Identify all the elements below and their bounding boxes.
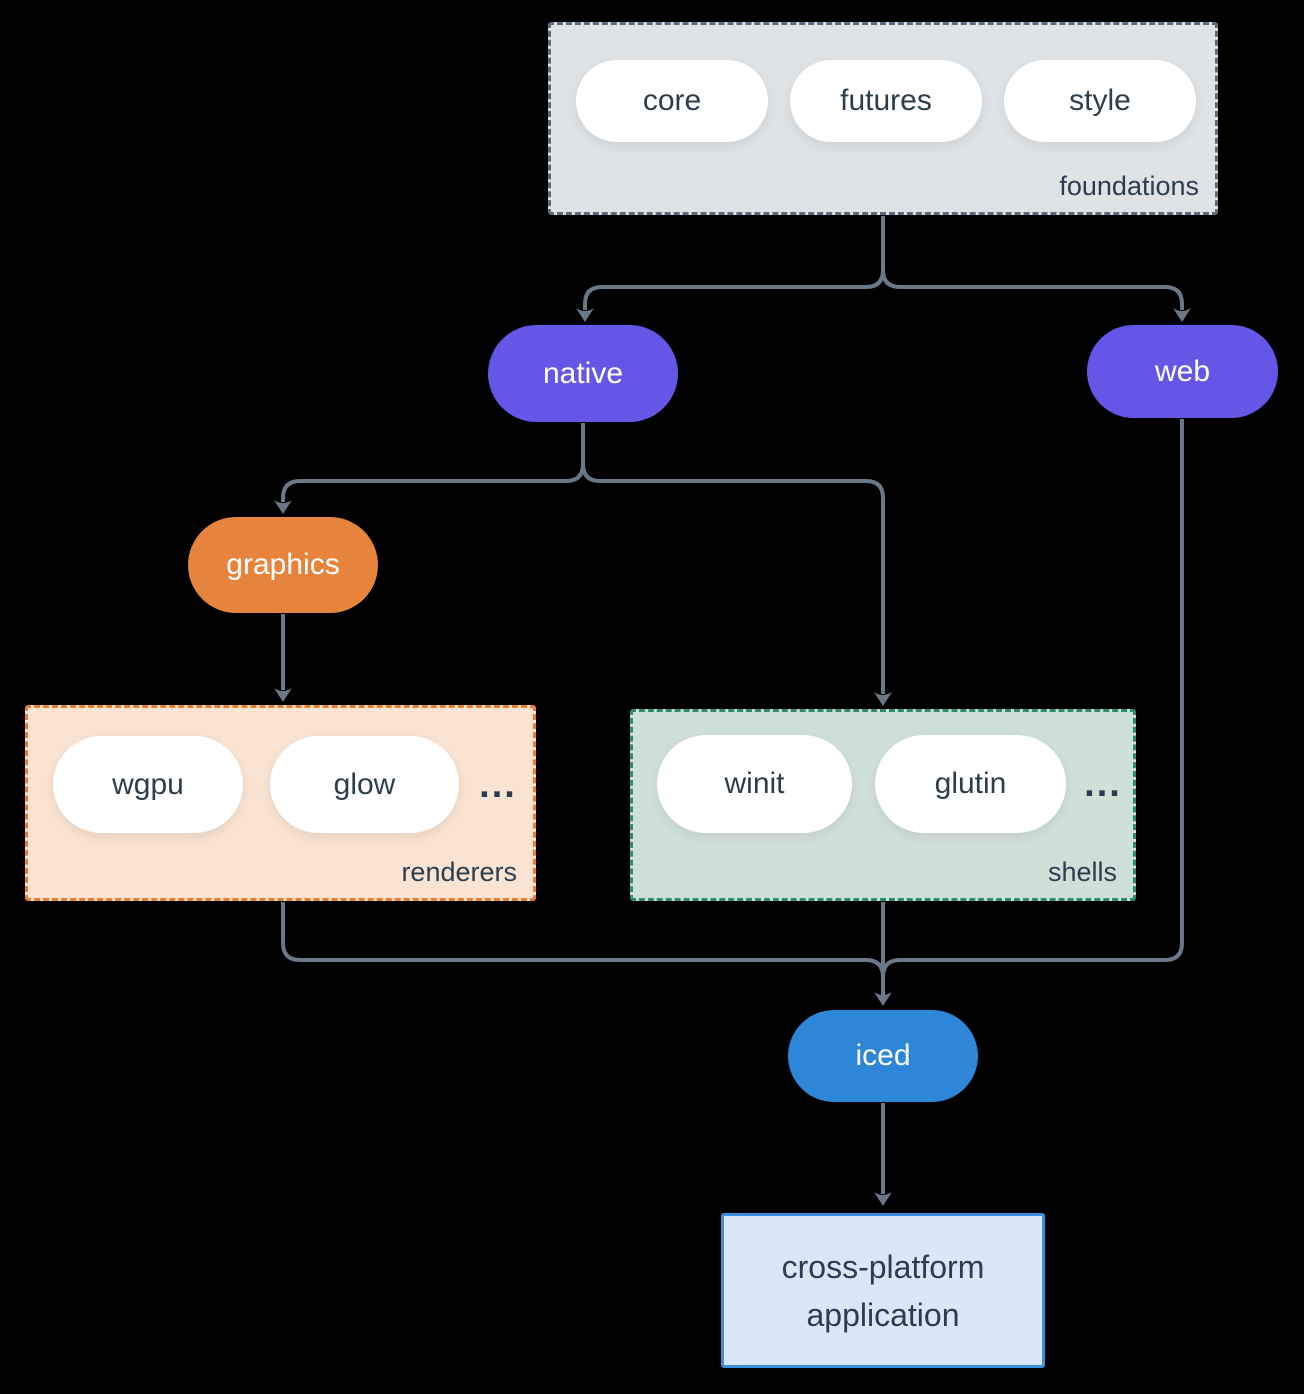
edge-graphics-renderers <box>274 614 292 702</box>
application-label-line2: application <box>806 1296 960 1333</box>
node-core: core <box>576 60 768 142</box>
node-iced: iced <box>788 1010 978 1102</box>
edge-native-shells <box>581 423 892 706</box>
edge-iced-application <box>874 1103 892 1206</box>
edge-foundations-native <box>576 216 885 322</box>
node-native: native <box>488 325 678 422</box>
group-foundations: core futures style foundations <box>548 22 1218 215</box>
edge-renderers-iced <box>281 902 885 996</box>
node-style: style <box>1004 60 1196 142</box>
application-label-line1: cross-platform <box>781 1248 985 1285</box>
edge-shells-iced <box>874 902 892 1006</box>
renderers-more-ellipsis: ... <box>479 764 517 806</box>
node-cross-platform-application: cross-platform application <box>721 1213 1045 1368</box>
node-glow: glow <box>270 736 459 833</box>
node-winit: winit <box>657 735 852 833</box>
node-futures: futures <box>790 60 982 142</box>
group-foundations-label: foundations <box>1059 171 1199 201</box>
shells-more-ellipsis: ... <box>1084 763 1122 805</box>
group-shells: winit glutin ... shells <box>630 709 1136 901</box>
group-renderers: wgpu glow ... renderers <box>25 705 536 901</box>
node-wgpu: wgpu <box>53 736 243 833</box>
edge-foundations-web <box>881 216 1191 322</box>
node-glutin: glutin <box>875 735 1066 833</box>
node-graphics: graphics <box>188 517 378 613</box>
node-web: web <box>1087 325 1278 418</box>
edge-native-graphics <box>274 423 585 514</box>
group-renderers-label: renderers <box>401 857 517 887</box>
edge-web-iced <box>881 419 1184 996</box>
group-shells-label: shells <box>1047 857 1117 887</box>
